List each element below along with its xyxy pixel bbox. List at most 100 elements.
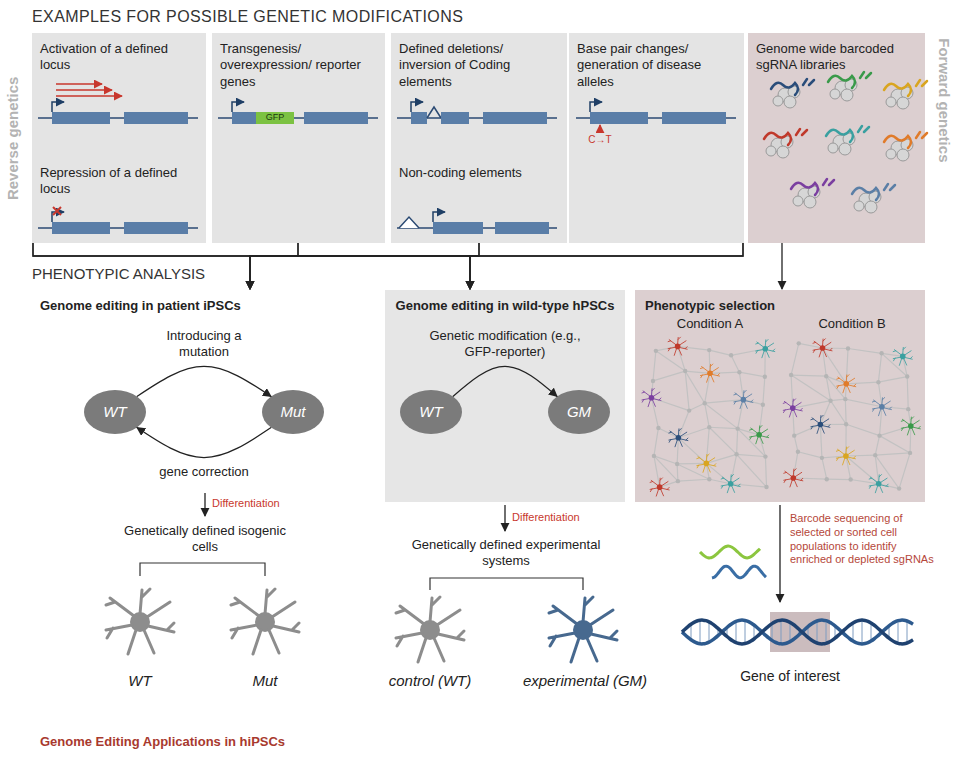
dna-helix (799, 629, 800, 635)
neural-culture (826, 376, 845, 399)
neural-culture (846, 382, 878, 384)
neural-culture (656, 346, 678, 350)
text-wrap: Defined deletions/ inversion of Coding e… (399, 41, 554, 90)
panel-heading: Defined deletions/ inversion of Coding e… (399, 41, 554, 90)
neural-culture (793, 408, 794, 436)
text-wrap: Phenotypic selection (645, 298, 865, 314)
neural-culture (675, 344, 679, 348)
activation-gene (38, 84, 198, 124)
connector-arrow (470, 243, 743, 289)
neural-culture (729, 353, 733, 357)
neural-culture (880, 407, 882, 436)
neural-culture (845, 399, 847, 424)
method-note: Barcode sequencing of selected or sorted… (790, 512, 940, 567)
neural-culture (654, 456, 660, 487)
dna-helix (763, 631, 764, 633)
result-label: Gene of interest (740, 668, 840, 686)
diagram-caption: Genome Editing Applications in hiPSCs (40, 734, 285, 750)
neural-culture (791, 375, 793, 408)
neural-culture (820, 346, 824, 350)
neural-culture (706, 463, 709, 479)
cell-label: experimental (GM) (523, 672, 647, 691)
section-heading: PHENOTYPIC ANALYSIS (32, 265, 205, 284)
neural-culture (846, 349, 848, 384)
neural-culture (739, 372, 743, 399)
reporter-tag: GFP (265, 112, 286, 123)
neural-culture (811, 415, 830, 433)
neural-culture (836, 447, 855, 465)
circle-label: WT (419, 403, 442, 422)
cell-label: control (WT) (389, 672, 472, 691)
mutation-label: C→T (588, 134, 611, 147)
dna-helix (781, 620, 782, 644)
neural-culture (794, 436, 798, 452)
neural-culture (844, 454, 848, 458)
neural-culture (650, 478, 669, 496)
dna-helix (736, 621, 737, 642)
edge-label-wrap: Introducing a mutation (149, 328, 259, 361)
dna-helix (808, 627, 809, 638)
condition-label: Condition A (677, 316, 744, 332)
circle-label: Mut (280, 403, 305, 422)
neural-culture (820, 424, 846, 425)
dna-helix (691, 624, 692, 640)
isogenic-cells (140, 563, 265, 576)
neural-culture (706, 463, 730, 483)
neural-culture (826, 376, 846, 384)
dna-helix (772, 624, 773, 641)
experimental-cells (396, 597, 464, 662)
dna-helix (712, 566, 766, 578)
neural-culture (654, 349, 658, 353)
connector-arrow (137, 428, 271, 458)
side-label: Forward genetics (935, 38, 954, 162)
neural-culture (651, 398, 689, 411)
neural-culture (825, 477, 829, 481)
dna-helix (718, 628, 719, 635)
neural-culture (687, 408, 691, 412)
panel-heading: Genome editing in wild-type hPSCs (385, 298, 625, 314)
neural-culture (823, 348, 827, 376)
neural-culture (877, 433, 881, 437)
isogenic-cells (106, 493, 299, 654)
section-heading: PHENOTYPIC ANALYSIS (32, 265, 205, 284)
deletion-gene (411, 102, 423, 112)
text-wrap: Transgenesis/ overexpression/ reporter g… (220, 41, 370, 90)
panel-heading: Phenotypic selection (645, 298, 865, 314)
neural-culture (734, 452, 738, 456)
step-label: Differentiation (212, 497, 280, 511)
experimental-cells (396, 505, 617, 662)
activation-gene (56, 83, 102, 85)
side-label: Forward genetics (935, 38, 954, 162)
neural-culture (908, 451, 912, 455)
neural-culture (708, 371, 712, 375)
neural-culture (678, 438, 706, 464)
cell-label: WT (128, 672, 151, 691)
edge-label-wrap: gene correction (139, 464, 269, 480)
modification-panel: Activation of a defined locusRepression … (32, 33, 206, 243)
neural-culture (653, 351, 656, 381)
neural-culture (783, 399, 802, 417)
neural-culture (875, 453, 910, 455)
side-label: Reverse genetics (5, 76, 24, 199)
neural-culture (828, 399, 832, 403)
activation-gene (38, 102, 198, 124)
neural-culture (676, 479, 680, 483)
edge-label: gene correction (139, 464, 269, 480)
isogenic-cells (231, 589, 299, 654)
text-wrap: Repression of a defined locus (40, 165, 190, 198)
neural-culture (906, 407, 910, 411)
neural-culture (731, 355, 739, 372)
neural-culture (875, 455, 878, 484)
neural-culture (789, 373, 793, 377)
neural-culture (827, 479, 851, 481)
edge-label: Genetic modification (e.g., GFP-reporter… (425, 328, 585, 361)
sgrna-library (771, 79, 814, 108)
dna-helix (844, 630, 845, 634)
neural-culture (875, 455, 899, 488)
neural-culture (697, 454, 716, 472)
dna-helix (817, 621, 818, 643)
neural-culture (901, 417, 920, 435)
edge-label-wrap: Genetic modification (e.g., GFP-reporter… (425, 328, 585, 361)
